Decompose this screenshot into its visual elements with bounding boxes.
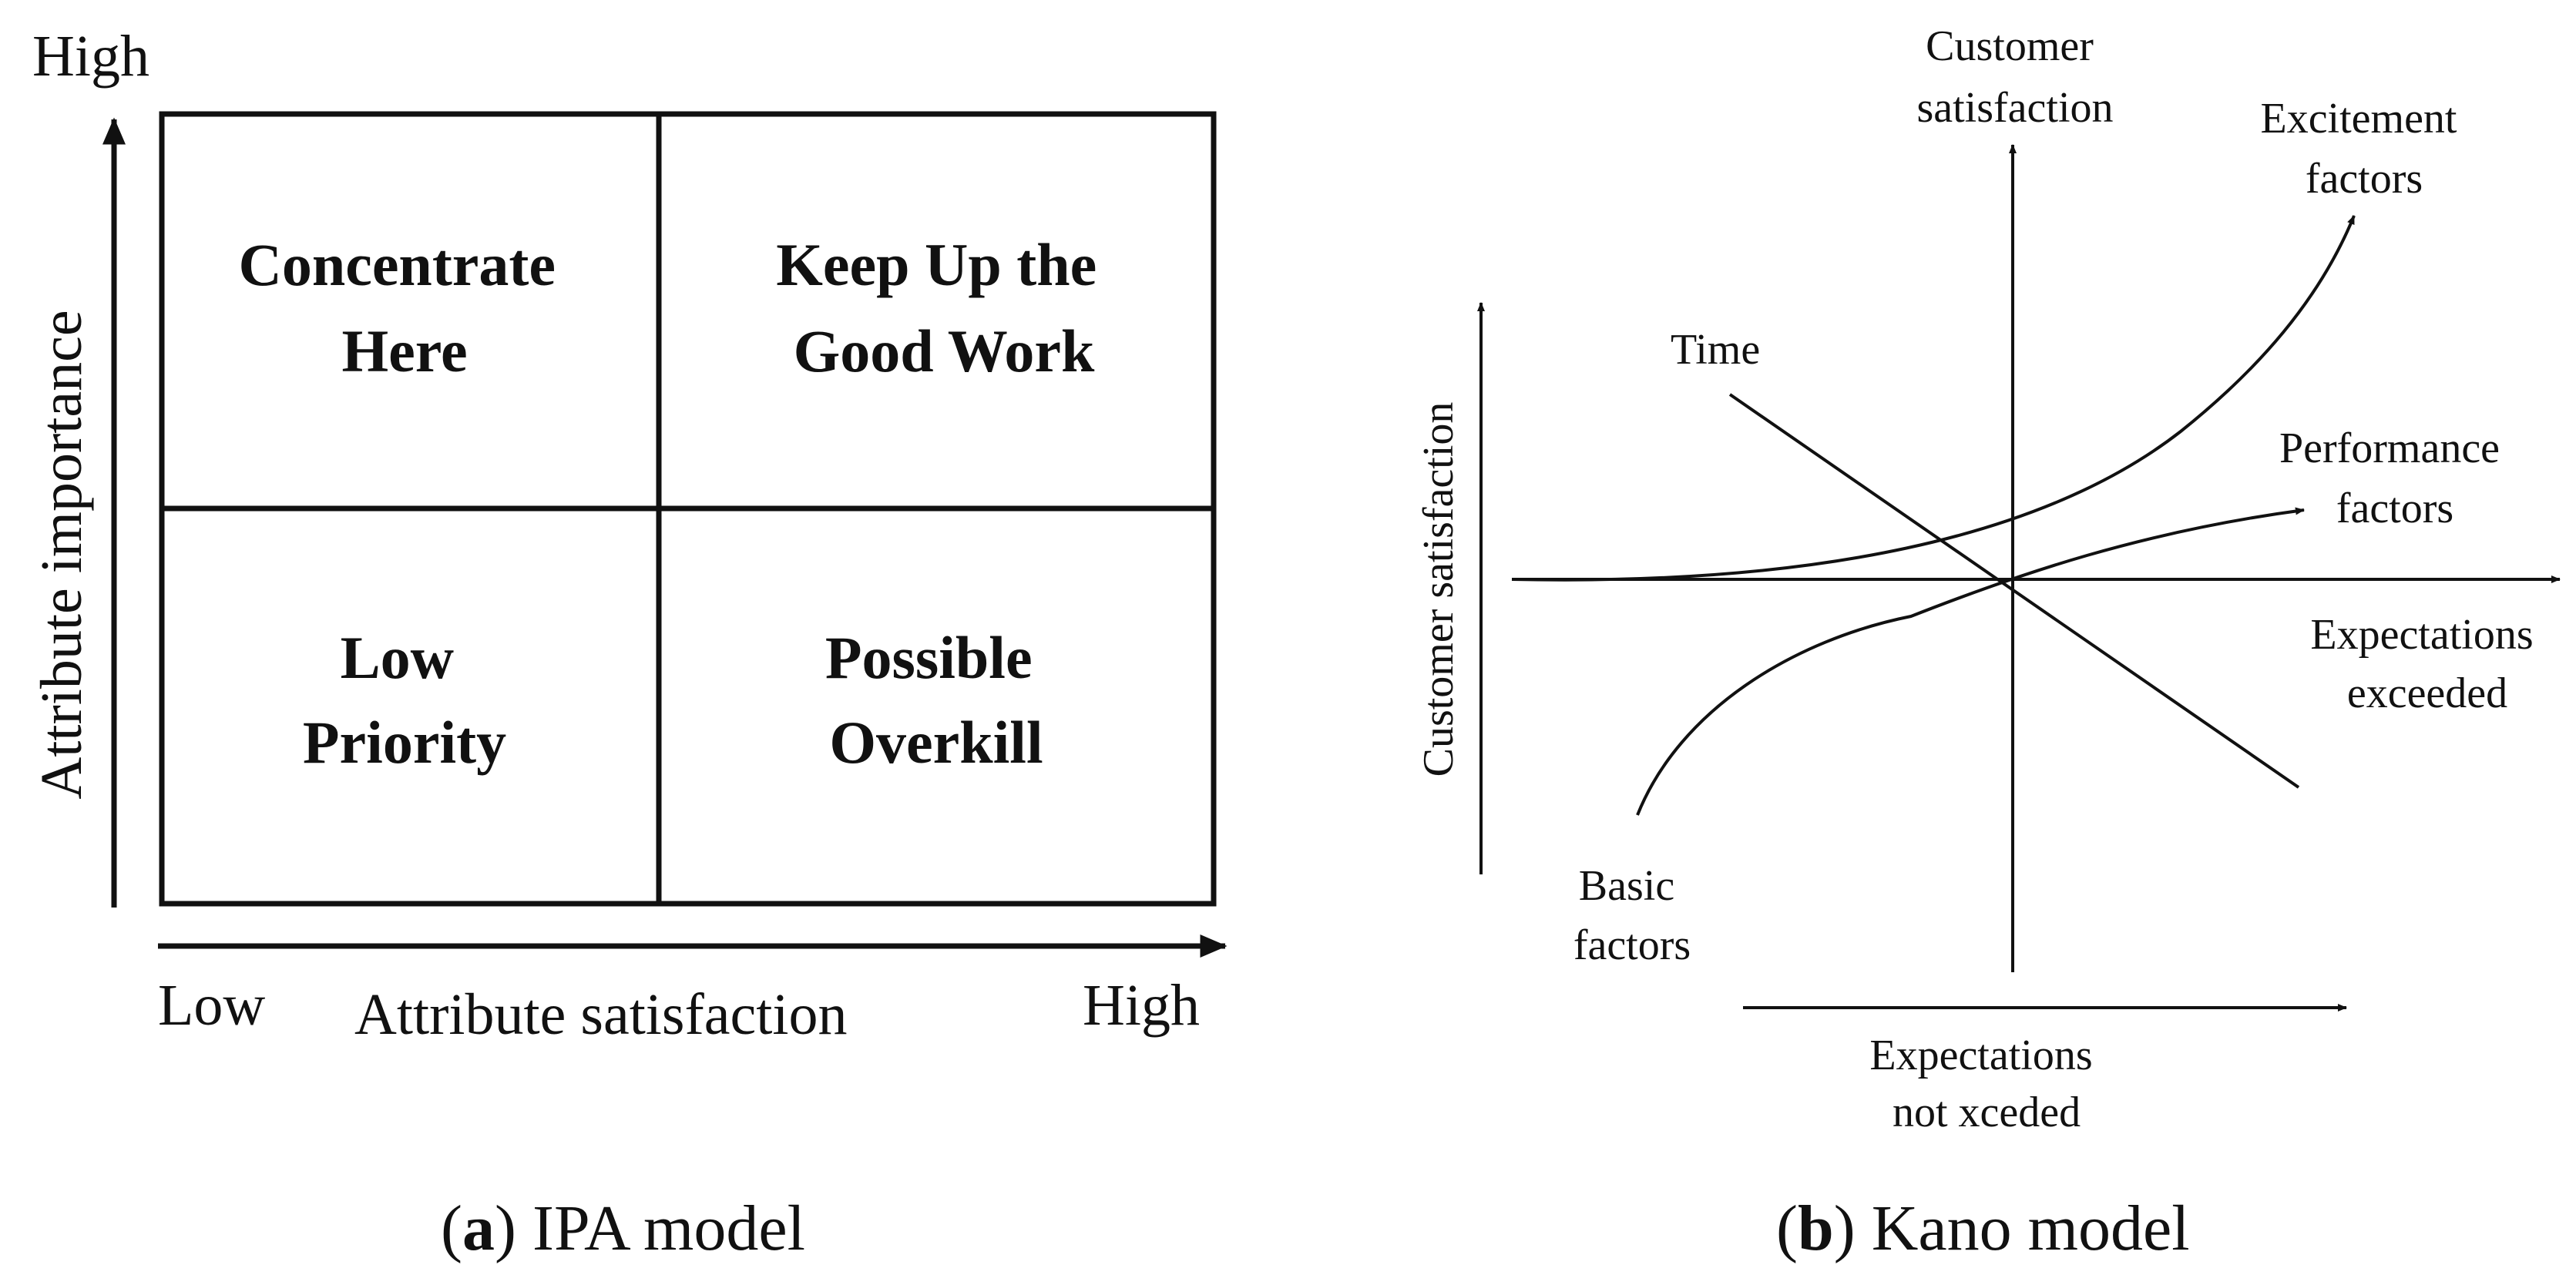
- ipa-quadrant-keep-up: Keep Up the Good Work: [776, 231, 1111, 384]
- kano-bottom-axis-label: Expectations not xceded: [1869, 1032, 2103, 1136]
- caption-kano: (b) Kano model: [1776, 1193, 2190, 1264]
- kano-excitement-curve: [1511, 215, 2356, 582]
- kano-excitement-label: Excitement factors: [2260, 95, 2467, 203]
- ipa-x-axis-label: Attribute satisfaction: [354, 982, 848, 1047]
- ipa-quadrant-low-priority: Low Priority: [303, 624, 506, 776]
- caption-ipa: (a) IPA model: [441, 1193, 805, 1264]
- kano-time-label: Time: [1671, 326, 1760, 374]
- ipa-x-low-label: Low: [158, 973, 265, 1038]
- ipa-y-high-label: High: [32, 24, 149, 89]
- ipa-quadrant-concentrate-here: Concentrate Here: [238, 231, 570, 384]
- kano-performance-label: Performance factors: [2279, 424, 2511, 532]
- ipa-model: High Attribute importance Concentrate He…: [29, 24, 1228, 1047]
- kano-time-line: [1728, 393, 2300, 789]
- kano-right-axis-label: Expectations exceeded: [2310, 611, 2544, 717]
- kano-basic-label: Basic factors: [1573, 862, 1691, 969]
- kano-top-axis-label: Customer satisfaction: [1916, 22, 2113, 132]
- ipa-quadrant-possible-overkill: Possible Overkill: [825, 624, 1047, 776]
- kano-model: Customer satisfaction Customer satisfact…: [1415, 22, 2561, 1136]
- ipa-x-high-label: High: [1083, 973, 1200, 1038]
- ipa-y-axis-label: Attribute importance: [29, 310, 94, 799]
- kano-left-axis-label: Customer satisfaction: [1415, 402, 1463, 777]
- kano-basic-performance-curve: [1636, 507, 2305, 816]
